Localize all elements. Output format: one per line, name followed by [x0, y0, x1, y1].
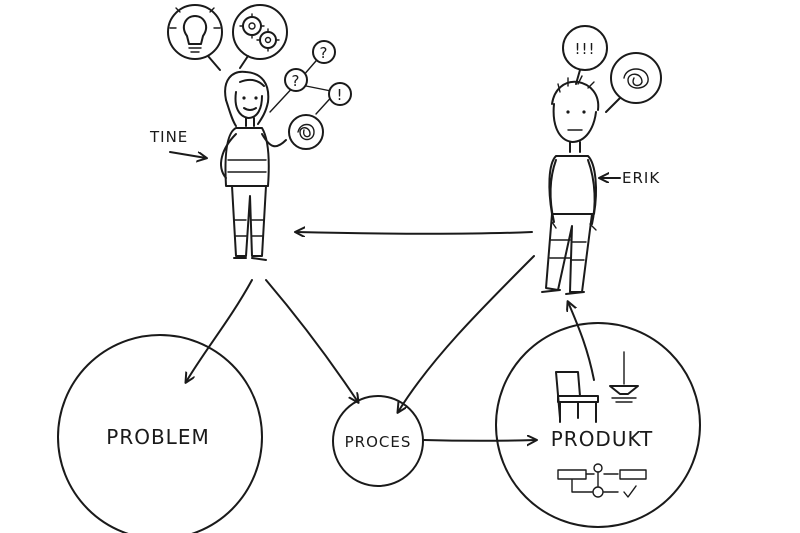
- erik-figure: [541, 75, 600, 295]
- scribble-icon: [297, 123, 315, 141]
- proces-label: PROCES: [345, 433, 412, 451]
- tine-figure: [220, 70, 287, 261]
- gears-icon: [239, 13, 280, 52]
- problem-circle: PROBLEM: [57, 334, 263, 533]
- tine-exclaim: !: [336, 86, 343, 104]
- tine-question-2: ?: [292, 72, 301, 90]
- chair-icon: [555, 371, 599, 423]
- flow-arrows: [186, 232, 595, 441]
- produkt-label: PRODUKT: [551, 427, 654, 451]
- arrow-tine-to-proces: [265, 279, 358, 402]
- arrow-produkt-to-erik: [568, 302, 595, 381]
- arrow-erik-to-proces: [398, 255, 535, 412]
- erik-label: ERIK: [622, 169, 660, 187]
- problem-label: PROBLEM: [106, 425, 209, 449]
- produkt-circle: PRODUKT: [495, 322, 701, 528]
- arrow-tine-to-problem: [186, 279, 253, 382]
- arrow-erik-to-tine: [296, 232, 533, 234]
- tine-question-1: ?: [320, 44, 329, 62]
- scribble-icon: [623, 68, 649, 89]
- tine-thoughts: ? ? !: [167, 4, 352, 150]
- arrow-proces-to-produkt: [423, 440, 536, 441]
- tine-label: TINE: [149, 128, 188, 146]
- lightbulb-icon: [169, 7, 221, 53]
- proces-circle: PROCES: [332, 395, 424, 487]
- erik-thoughts: !!!: [562, 25, 662, 113]
- lamp-icon: [609, 351, 639, 403]
- flowchart-icon: [557, 463, 647, 498]
- erik-exclaim: !!!: [574, 40, 595, 58]
